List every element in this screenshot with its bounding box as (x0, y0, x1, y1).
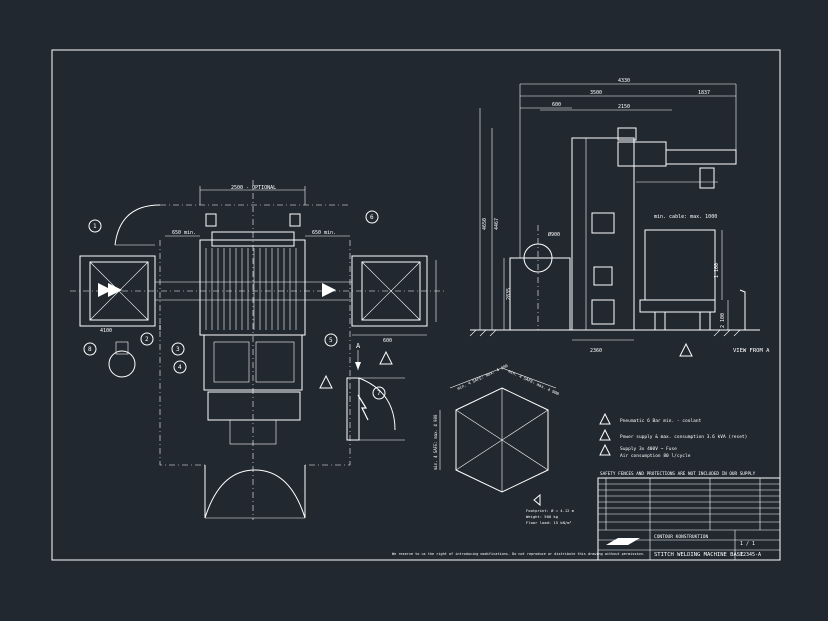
legend (599, 412, 611, 456)
title-sheet: 1 / 1 (740, 541, 755, 547)
title-code: 12345-A (740, 552, 761, 558)
hex-dim-2: min. 4 SAFE: max. 4 900 (508, 368, 561, 396)
callout-2: 2 (145, 336, 149, 343)
dim-right-min: 650 min. (312, 230, 336, 236)
hex-dim-1: min. 4 SAFE: max. 4 900 (456, 363, 509, 391)
dim-right-a: 1 100 (714, 263, 720, 278)
hex-note-2: Weight: 500 kg (526, 514, 558, 519)
plan-view (70, 180, 445, 520)
optional-label: 2500 - OPTIONAL (231, 185, 276, 191)
dim-height2: 4467 (494, 218, 500, 230)
callout-6: 6 (370, 214, 374, 221)
dim-right-b: 2 100 (720, 313, 726, 328)
hexagon-detail (439, 367, 557, 507)
callout-4: 4 (178, 364, 182, 371)
dim-c: 600 (552, 102, 561, 108)
dim-d: 2150 (618, 104, 630, 110)
dim-low: 2835 (506, 288, 512, 300)
view-label: VIEW FROM A (733, 348, 770, 354)
dim-cable: min. cable: max. 1000 (654, 214, 717, 220)
legend-item-4: Air consumption 80 l/cycle (620, 453, 691, 459)
dim-b: 1837 (698, 90, 710, 96)
dim-height: 4650 (482, 218, 488, 230)
legend-item-1: Pneumatic 6 Bar min. - coolant (620, 418, 702, 424)
hex-note-1: Footprint: Ø = 4.12 m (526, 508, 575, 513)
callout-5: 5 (329, 337, 333, 344)
dim-diam: Ø900 (548, 231, 560, 238)
callout-8: 8 (88, 346, 92, 353)
legend-item-2: Power supply & max. consumption 3.6 kVA … (620, 434, 747, 440)
dim-a: 3500 (590, 90, 602, 96)
title-company: CONTOUR KONSTRUKTION (654, 534, 708, 540)
dim-left-min: 650 min. (172, 230, 196, 236)
dim-bottom: 2360 (590, 348, 602, 354)
hex-note-3: Floor load: 15 kN/m² (526, 520, 572, 525)
callout-1: 1 (93, 223, 97, 230)
legend-item-3: Supply 3x 400V ~ Fuse (620, 446, 677, 452)
left-label: 4100 (100, 328, 112, 334)
title-text: STITCH WELDING MACHINE BASE (654, 552, 743, 558)
dim-small: 600 (383, 338, 392, 344)
sheet-border (51, 49, 781, 561)
callout-7: 7 (377, 390, 381, 397)
callout-3: 3 (176, 346, 180, 353)
footer-note: We reserve to us the right of introducin… (392, 552, 645, 556)
safety-note: SAFETY FENCES AND PROTECTIONS ARE NOT IN… (600, 471, 756, 477)
side-view (469, 83, 760, 357)
hex-dim-3: min. 4 SAFE: max. 4 900 (433, 414, 438, 470)
marker-a: A (356, 342, 361, 350)
dim-total: 4330 (618, 78, 630, 84)
title-block (597, 477, 781, 561)
